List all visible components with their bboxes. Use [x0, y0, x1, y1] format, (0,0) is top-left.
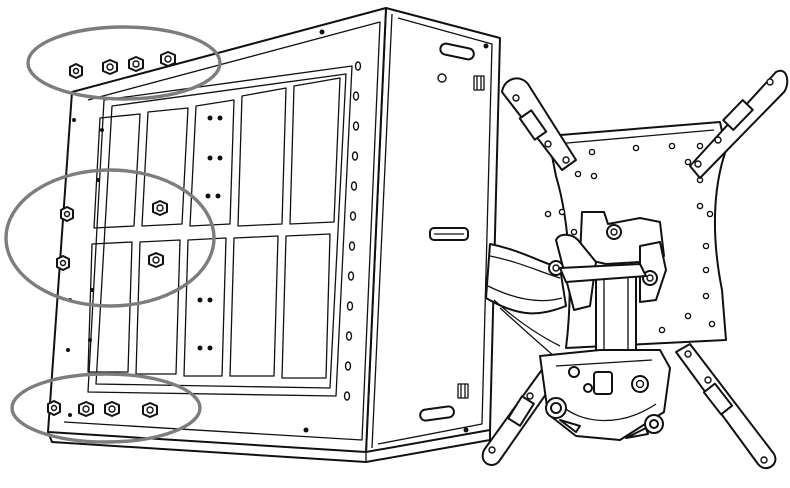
vesa-adapter-arms	[481, 69, 789, 470]
panel-holes	[66, 29, 489, 433]
nut-group-top	[69, 51, 176, 79]
tilt-bracket-assembly	[539, 211, 671, 441]
callout-ellipse-bottom	[10, 372, 202, 444]
wall-box-enclosure	[47, 7, 501, 463]
hinge-column	[595, 275, 637, 357]
edge-holes	[343, 61, 362, 401]
box-inner-panel	[87, 65, 353, 397]
callout-ellipse-middle	[4, 168, 216, 308]
nut-group-bottom	[47, 400, 158, 418]
side-panel-slots	[419, 42, 485, 422]
adapter-arm	[485, 243, 567, 357]
callout-ellipse-top	[26, 25, 222, 101]
nut-group-middle	[56, 200, 168, 271]
